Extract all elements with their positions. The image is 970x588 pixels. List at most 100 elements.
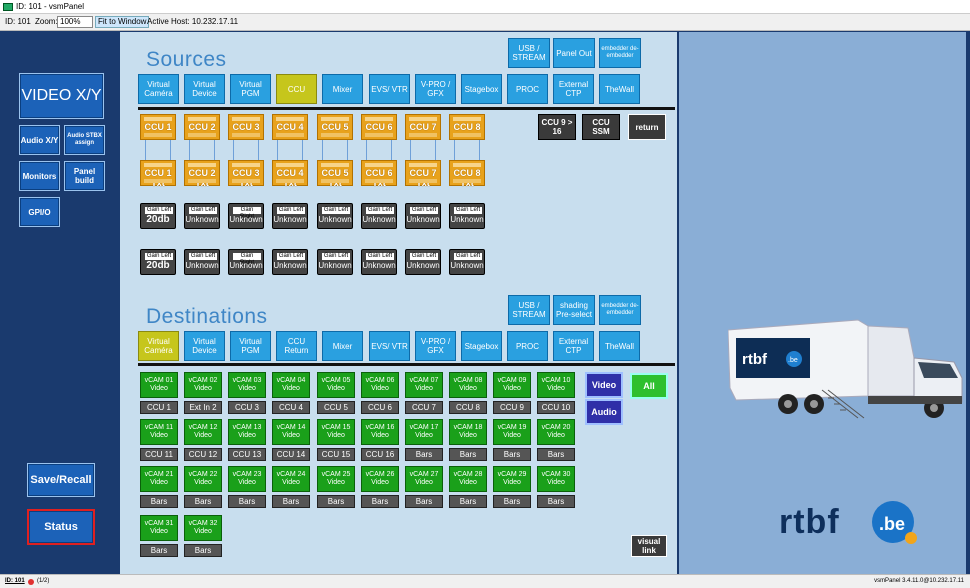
vcam-destination-button[interactable]: vCAM 29 Video bbox=[493, 466, 531, 492]
sources-tab-4[interactable]: Mixer bbox=[322, 74, 363, 104]
gpio-button[interactable]: GPI/O bbox=[19, 197, 60, 227]
all-button[interactable]: All bbox=[630, 373, 668, 399]
destinations-tab-0[interactable]: Virtual Caméra bbox=[138, 331, 179, 361]
sources-top-button-2[interactable]: embedder de-embedder bbox=[599, 38, 641, 68]
sources-tab-8[interactable]: PROC bbox=[507, 74, 548, 104]
destinations-tab-3[interactable]: CCU Return bbox=[276, 331, 317, 361]
zoom-input[interactable]: 100% bbox=[57, 16, 93, 28]
vcam-destination-button[interactable]: vCAM 10 Video bbox=[537, 372, 575, 398]
video-filter-button[interactable]: Video bbox=[585, 372, 623, 398]
destinations-top-button-0[interactable]: USB / STREAM bbox=[508, 295, 550, 325]
vcam-destination-button[interactable]: vCAM 32 Video bbox=[184, 515, 222, 541]
destinations-tab-6[interactable]: V-PRO / GFX bbox=[415, 331, 456, 361]
vcam-destination-button[interactable]: vCAM 21 Video bbox=[140, 466, 178, 492]
destinations-tab-8[interactable]: PROC bbox=[507, 331, 548, 361]
sources-tab-2[interactable]: Virtual PGM bbox=[230, 74, 271, 104]
status-button[interactable]: Status bbox=[27, 509, 95, 545]
sources-top-button-0[interactable]: USB / STREAM bbox=[508, 38, 550, 68]
vcam-destination-button[interactable]: vCAM 26 Video bbox=[361, 466, 399, 492]
visual-link-button[interactable]: visual link bbox=[631, 535, 667, 557]
vcam-destination-button[interactable]: vCAM 11 Video bbox=[140, 419, 178, 445]
vcam-destination-button[interactable]: vCAM 04 Video bbox=[272, 372, 310, 398]
vcam-destination-button[interactable]: vCAM 23 Video bbox=[228, 466, 266, 492]
ccu-txt-source-button[interactable]: CCU 3 Txt bbox=[228, 160, 264, 188]
ccu-source-button[interactable]: CCU 2 bbox=[184, 114, 220, 140]
vcam-destination-button[interactable]: vCAM 06 Video bbox=[361, 372, 399, 398]
vcam-destination-button[interactable]: vCAM 12 Video bbox=[184, 419, 222, 445]
status-id-link[interactable]: ID: 101 bbox=[5, 578, 25, 584]
vcam-destination-button[interactable]: vCAM 28 Video bbox=[449, 466, 487, 492]
vcam-destination-button[interactable]: vCAM 17 Video bbox=[405, 419, 443, 445]
panel-build-button[interactable]: Panel build bbox=[64, 161, 105, 191]
sources-tab-9[interactable]: External CTP bbox=[553, 74, 594, 104]
vcam-destination-button[interactable]: vCAM 08 Video bbox=[449, 372, 487, 398]
vcam-destination-button[interactable]: vCAM 03 Video bbox=[228, 372, 266, 398]
vcam-destination-button[interactable]: vCAM 27 Video bbox=[405, 466, 443, 492]
ccu-txt-source-button[interactable]: CCU 6 Txt bbox=[361, 160, 397, 188]
vcam-destination-button[interactable]: vCAM 16 Video bbox=[361, 419, 399, 445]
vcam-destination-button[interactable]: vCAM 05 Video bbox=[317, 372, 355, 398]
vcam-destination-button[interactable]: vCAM 31 Video bbox=[140, 515, 178, 541]
vcam-destination-button[interactable]: vCAM 18 Video bbox=[449, 419, 487, 445]
audio-stbx-button[interactable]: Audio STBX assign bbox=[64, 125, 105, 155]
vcam-destination-button[interactable]: vCAM 14 Video bbox=[272, 419, 310, 445]
audio-filter-button[interactable]: Audio bbox=[585, 399, 623, 425]
sources-top-button-1[interactable]: Panel Out bbox=[553, 38, 595, 68]
destinations-top-button-2[interactable]: embedder de-embedder bbox=[599, 295, 641, 325]
vcam-destination-button[interactable]: vCAM 02 Video bbox=[184, 372, 222, 398]
video-xy-button[interactable]: VIDEO X/Y bbox=[19, 73, 104, 119]
sources-tab-7[interactable]: Stagebox bbox=[461, 74, 502, 104]
monitors-button[interactable]: Monitors bbox=[19, 161, 60, 191]
ccu-source-button[interactable]: CCU 8 bbox=[449, 114, 485, 140]
vcam-destination-button[interactable]: vCAM 24 Video bbox=[272, 466, 310, 492]
return-button[interactable]: return bbox=[628, 114, 666, 140]
ccu-source-button[interactable]: CCU 1 bbox=[140, 114, 176, 140]
save-recall-button[interactable]: Save/Recall bbox=[27, 463, 95, 497]
ccu-txt-source-button[interactable]: CCU 8 Txt bbox=[449, 160, 485, 188]
sources-tab-10[interactable]: TheWall bbox=[599, 74, 640, 104]
destinations-tab-9[interactable]: External CTP bbox=[553, 331, 594, 361]
destinations-tab-2[interactable]: Virtual PGM bbox=[230, 331, 271, 361]
sources-tab-5[interactable]: EVS/ VTR bbox=[369, 74, 410, 104]
ccu-9-16-button[interactable]: CCU 9 > 16 bbox=[538, 114, 576, 140]
audio-xy-button[interactable]: Audio X/Y bbox=[19, 125, 60, 155]
sources-tab-1[interactable]: Virtual Device bbox=[184, 74, 225, 104]
vcam-destination-button[interactable]: vCAM 20 Video bbox=[537, 419, 575, 445]
vcam-destination-button[interactable]: vCAM 09 Video bbox=[493, 372, 531, 398]
destinations-top-button-1[interactable]: shading Pre-select bbox=[553, 295, 595, 325]
vcam-destination-button[interactable]: vCAM 15 Video bbox=[317, 419, 355, 445]
ccu-ssm-button[interactable]: CCU SSM bbox=[582, 114, 620, 140]
ccu-source-button[interactable]: CCU 3 bbox=[228, 114, 264, 140]
ccu-txt-source-button[interactable]: CCU 2 Txt bbox=[184, 160, 220, 188]
ccu-source-button[interactable]: CCU 4 bbox=[272, 114, 308, 140]
destinations-tab-4[interactable]: Mixer bbox=[322, 331, 363, 361]
destinations-tab-5[interactable]: EVS/ VTR bbox=[369, 331, 410, 361]
ccu-txt-source-button[interactable]: CCU 5 Txt bbox=[317, 160, 353, 188]
vcam-destination-button[interactable]: vCAM 07 Video bbox=[405, 372, 443, 398]
destinations-tab-10[interactable]: TheWall bbox=[599, 331, 640, 361]
sources-tab-0[interactable]: Virtual Caméra bbox=[138, 74, 179, 104]
ccu-txt-source-button[interactable]: CCU 7 Txt bbox=[405, 160, 441, 188]
ccu-source-button[interactable]: CCU 6 bbox=[361, 114, 397, 140]
fit-to-window-button[interactable]: Fit to Window bbox=[95, 16, 150, 28]
vcam-destination-button[interactable]: vCAM 22 Video bbox=[184, 466, 222, 492]
sources-tab-3[interactable]: CCU bbox=[276, 74, 317, 104]
sources-tab-6[interactable]: V-PRO / GFX bbox=[415, 74, 456, 104]
vcam-destination-button[interactable]: vCAM 25 Video bbox=[317, 466, 355, 492]
ccu-source-button[interactable]: CCU 5 bbox=[317, 114, 353, 140]
vcam-destination-button[interactable]: vCAM 13 Video bbox=[228, 419, 266, 445]
